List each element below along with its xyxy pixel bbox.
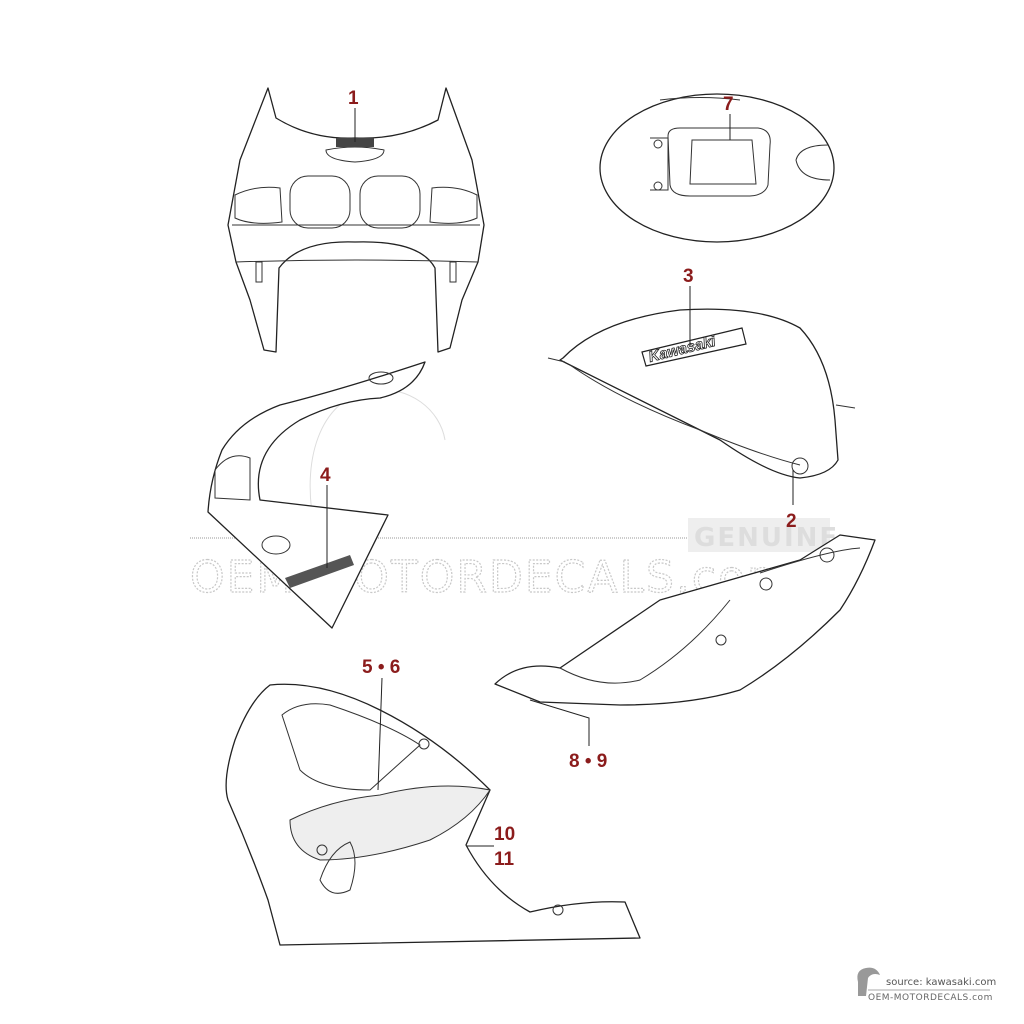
footer-credit: source: kawasaki.com OEM-MOTORDECALS.com <box>857 967 996 1003</box>
bird-logo-icon <box>857 967 880 996</box>
callout-3: 3 <box>683 266 694 287</box>
tank-top <box>599 93 835 243</box>
callout-7: 7 <box>723 94 734 115</box>
decal-5-6 <box>289 785 491 861</box>
leader-lines <box>326 108 794 847</box>
watermark-genuine: GENUINE <box>694 523 839 553</box>
callout-4: 4 <box>320 465 331 486</box>
decal-4 <box>285 555 354 588</box>
fuel-tank-side: Kawasaki <box>547 308 856 479</box>
callout-10: 10 <box>494 824 515 845</box>
upper-fairing-front <box>227 87 485 353</box>
site-text: OEM-MOTORDECALS.com <box>868 993 993 1003</box>
kawasaki-decal-3 <box>641 327 747 367</box>
seat-cowl <box>494 534 876 706</box>
callout-8-9: 8 • 9 <box>569 751 607 772</box>
genuine-badge <box>688 518 830 552</box>
source-text: source: kawasaki.com <box>886 977 996 988</box>
side-fairing <box>207 361 426 629</box>
callout-2: 2 <box>786 511 797 532</box>
callout-5-6: 5 • 6 <box>362 657 400 678</box>
callouts: 1 7 3 2 4 5 • 6 8 • 9 10 11 <box>320 88 797 870</box>
callout-1: 1 <box>348 88 359 109</box>
lower-fairing <box>225 683 641 946</box>
decal-1 <box>336 138 374 147</box>
callout-11: 11 <box>494 849 515 870</box>
